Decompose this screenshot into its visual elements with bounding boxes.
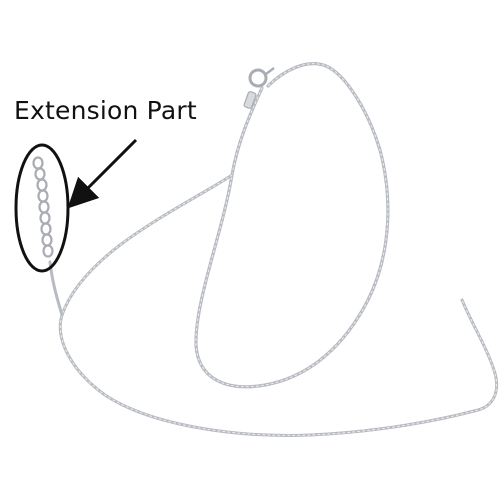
extension-chain xyxy=(32,156,54,258)
spring-ring-clasp-icon xyxy=(243,67,275,109)
extension-part-label: Extension Part xyxy=(14,96,197,125)
arrow-icon xyxy=(67,138,138,209)
